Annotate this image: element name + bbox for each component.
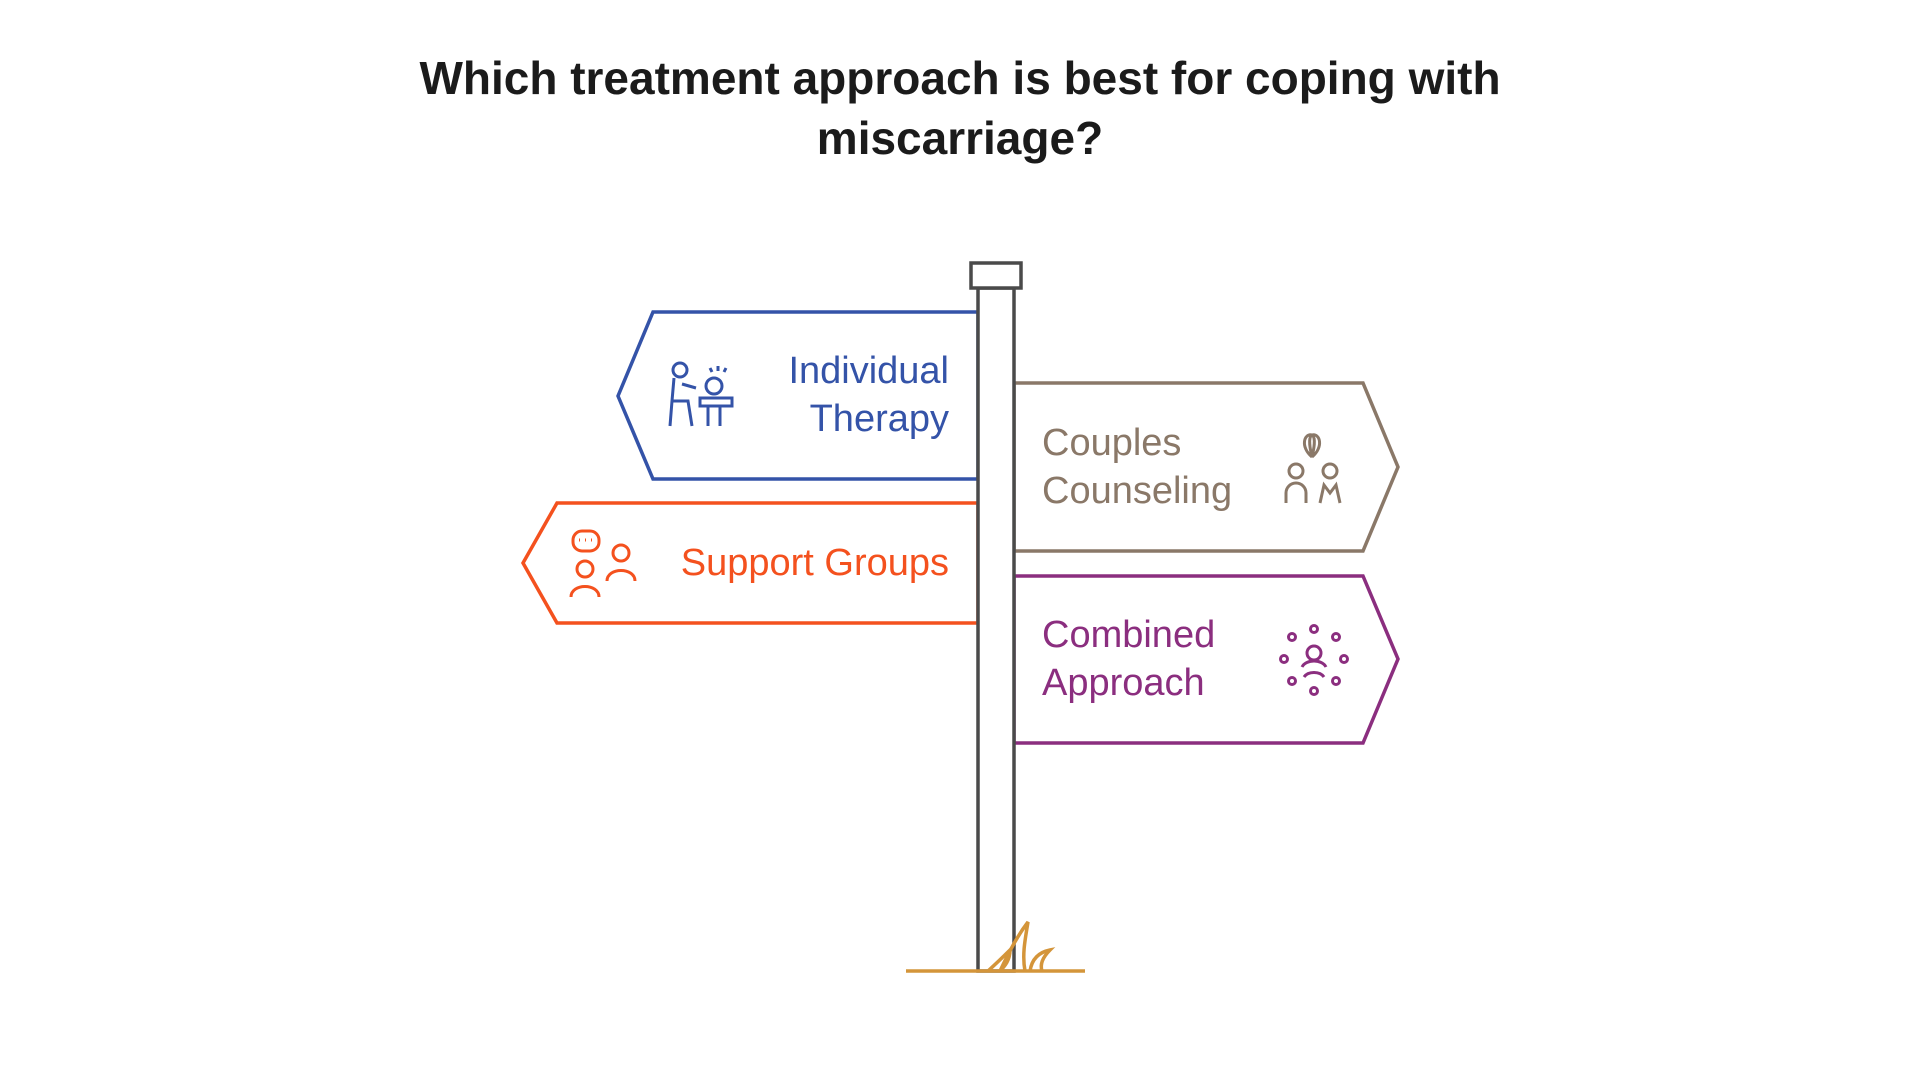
label-line: Counseling bbox=[1042, 470, 1233, 512]
grass-icon bbox=[906, 920, 1085, 973]
individual-therapy-label: Individual Therapy bbox=[788, 347, 949, 443]
title-line-2: miscarriage? bbox=[816, 112, 1104, 164]
community-circle-icon bbox=[1279, 624, 1349, 696]
therapist-with-client-icon bbox=[668, 361, 734, 427]
label-line: Support Groups bbox=[680, 542, 949, 584]
post bbox=[976, 286, 1016, 973]
label-line: Therapy bbox=[809, 398, 949, 440]
couples-counseling-label: Couples Counseling bbox=[1042, 419, 1232, 515]
label-line: Approach bbox=[1042, 662, 1205, 704]
label-line: Couples bbox=[1042, 422, 1182, 464]
title-line-1: Which treatment approach is best for cop… bbox=[419, 52, 1501, 104]
post-cap bbox=[969, 261, 1023, 290]
label-line: Combined bbox=[1042, 614, 1216, 656]
support-groups-label: Support Groups bbox=[681, 539, 949, 587]
combined-approach-label: Combined Approach bbox=[1042, 611, 1215, 707]
page-title: Which treatment approach is best for cop… bbox=[0, 48, 1920, 168]
label-line: Individual bbox=[788, 350, 949, 392]
group-chat-icon bbox=[569, 529, 637, 598]
couple-icon bbox=[1284, 433, 1342, 504]
